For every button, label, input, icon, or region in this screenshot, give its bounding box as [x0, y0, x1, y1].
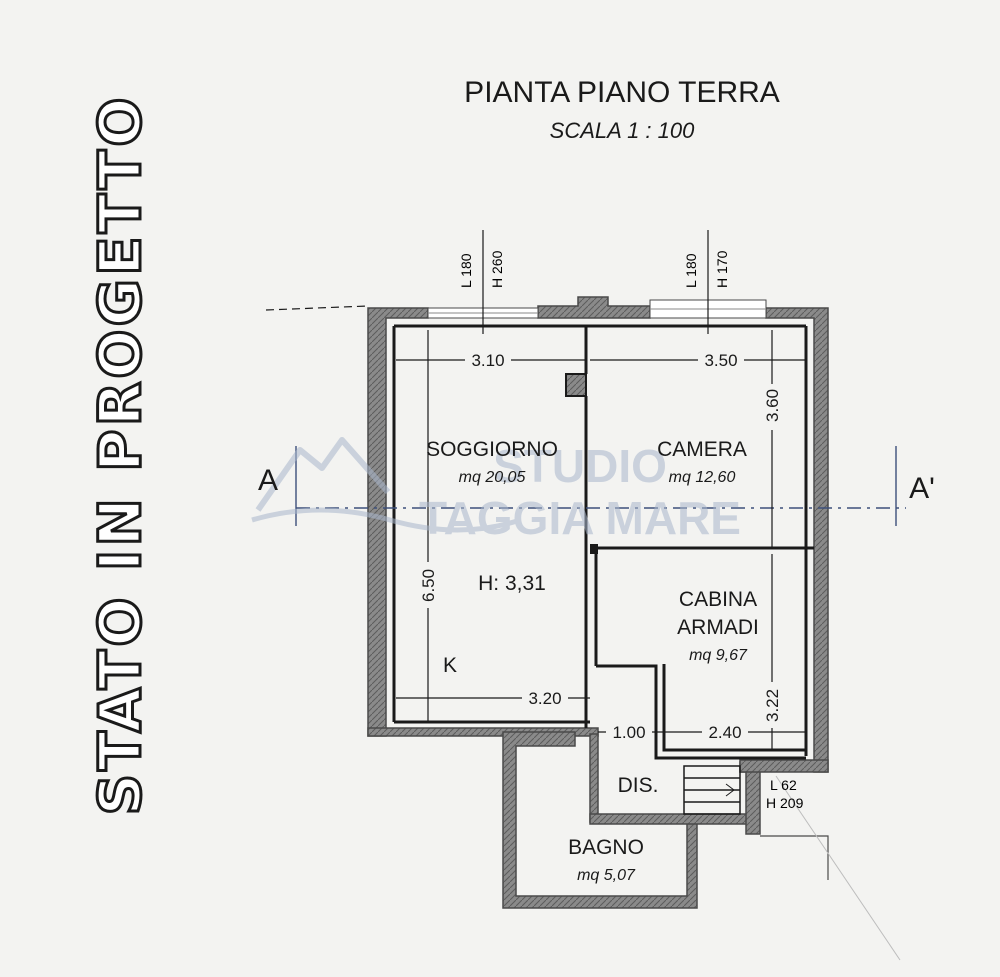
door-height: H 209 [766, 795, 804, 811]
plan-scale: SCALA 1 : 100 [549, 118, 695, 143]
dim-camera-width: 3.50 [704, 351, 737, 370]
door-step [760, 775, 901, 961]
room-camera-name: CAMERA [657, 438, 747, 461]
dim-soggiorno-lower-width: 3.20 [528, 689, 561, 708]
window-soggiorno-width: L 180 [458, 253, 474, 288]
extension-lines [265, 305, 369, 311]
dim-cabina-depth: 3.22 [763, 689, 782, 722]
watermark-line1: STUDIO [493, 440, 667, 492]
dim-dis-width: 1.00 [612, 723, 645, 742]
dim-cabina-width: 2.40 [708, 723, 741, 742]
dim-soggiorno-width: 3.10 [471, 351, 504, 370]
section-label-left: A [258, 464, 278, 497]
door-width: L 62 [770, 777, 797, 793]
partition-dis-top [596, 664, 806, 760]
watermark: STUDIO TAGGIA MARE [251, 437, 741, 544]
window-soggiorno-height: H 260 [489, 250, 505, 288]
dimension-labels: 3.10 3.50 3.60 6.50 3.20 1.00 2.40 3.22 [418, 350, 782, 742]
room-soggiorno-area: mq 20,05 [459, 469, 526, 486]
wall-top-middle [537, 296, 651, 319]
partition-camera-block [590, 544, 598, 554]
room-cabina-area: mq 9,67 [689, 647, 748, 664]
dim-soggiorno-depth: 6.50 [419, 569, 438, 602]
interior-walls [392, 324, 814, 760]
room-camera-area: mq 12,60 [669, 469, 736, 486]
watermark-house-icon [255, 437, 391, 512]
window-camera-width: L 180 [683, 253, 699, 288]
outer-walls [367, 296, 829, 909]
room-labels: SOGGIORNO mq 20,05 CAMERA mq 12,60 CABIN… [426, 438, 759, 884]
room-dis-name: DIS. [618, 774, 659, 797]
kitchen-label: K [443, 654, 457, 677]
room-bagno-area: mq 5,07 [577, 867, 636, 884]
height-label: H: 3,31 [478, 572, 546, 595]
room-bagno-name: BAGNO [568, 836, 644, 859]
column-soggiorno [565, 373, 587, 397]
window-camera-height: H 170 [714, 250, 730, 288]
partition-cabina-door [662, 664, 806, 752]
watermark-line2: TAGGIA MARE [419, 492, 741, 544]
stairs [683, 765, 741, 815]
room-cabina-name-1: CABINA [679, 588, 757, 611]
wall-dis-right [589, 733, 599, 823]
wall-bagno [502, 731, 698, 909]
room-soggiorno-name: SOGGIORNO [426, 438, 558, 461]
wall-dis-bottom [589, 813, 757, 825]
room-cabina-name-2: ARMADI [677, 616, 759, 639]
dim-camera-depth: 3.60 [763, 389, 782, 422]
plan-title: PIANTA PIANO TERRA [464, 76, 780, 109]
section-label-right: A' [909, 472, 935, 505]
window-reference-lines [482, 230, 709, 334]
wall-bottom-right [739, 759, 829, 773]
